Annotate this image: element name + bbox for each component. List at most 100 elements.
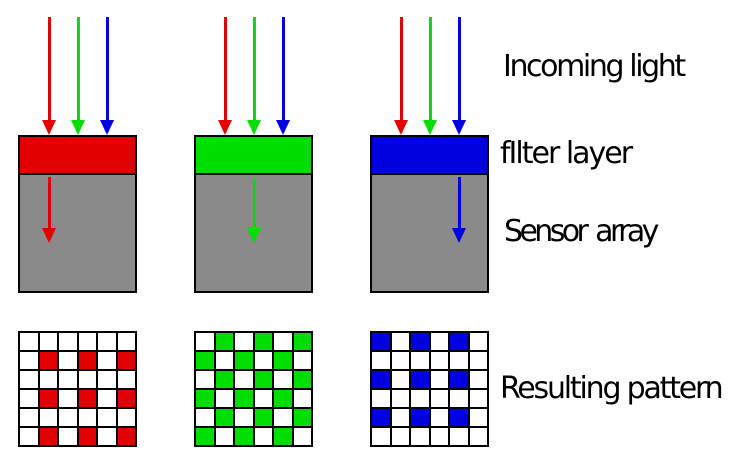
empty-pixel-cell [390,332,410,351]
red-transmitted-arrow-shaft [47,177,51,228]
empty-pixel-cell [38,332,58,351]
green-pixel-cell [292,408,312,427]
red-pixel-cell [38,351,58,370]
red-pixel-cell [116,427,136,446]
green-light-arrow-shaft [428,17,432,120]
red-filter-sensor-stack [18,135,137,293]
red-pixel-cell [38,427,58,446]
empty-pixel-cell [468,389,488,408]
empty-pixel-cell [195,332,215,351]
empty-pixel-cell [97,332,117,351]
blue-filter-layer [372,137,487,175]
empty-pixel-cell [449,427,469,446]
empty-pixel-cell [429,370,449,389]
empty-pixel-cell [97,351,117,370]
green-light-arrow-head [247,120,261,135]
blue-light-arrow-head [276,120,290,135]
empty-pixel-cell [97,427,117,446]
resulting-pattern-label: Resulting pattern [500,371,724,406]
red-pixel-cell [116,351,136,370]
blue-filter-sensor-stack [370,135,489,293]
empty-pixel-cell [292,427,312,446]
empty-pixel-cell [371,427,391,446]
empty-pixel-cell [429,427,449,446]
empty-pixel-cell [273,408,293,427]
empty-pixel-cell [371,351,391,370]
empty-pixel-cell [449,389,469,408]
empty-pixel-cell [116,408,136,427]
empty-pixel-cell [77,332,97,351]
empty-pixel-cell [253,351,273,370]
red-sensor-array [20,175,135,291]
empty-pixel-cell [19,408,39,427]
red-light-arrow-shaft [47,17,51,120]
empty-pixel-cell [371,389,391,408]
red-pixel-cell [116,389,136,408]
blue-light-arrow-head [452,120,466,135]
blue-pixel-cell [449,370,469,389]
red-light-arrow-shaft [223,17,227,120]
empty-pixel-cell [19,427,39,446]
green-pixel-cell [214,370,234,389]
green-light-arrow-head [423,120,437,135]
blue-pixel-cell [449,408,469,427]
empty-pixel-cell [58,389,78,408]
filter-layer-label: fIlter layer [500,136,633,171]
red-light-arrow-shaft [399,17,403,120]
green-pixel-cell [273,389,293,408]
red-filter-layer [20,137,135,175]
blue-pixel-cell [449,332,469,351]
green-filter-column [194,0,313,467]
blue-light-arrow-shaft [105,17,109,120]
green-transmitted-arrow-shaft [252,177,256,228]
empty-pixel-cell [19,389,39,408]
blue-resulting-pattern-grid [370,331,489,447]
empty-pixel-cell [468,427,488,446]
empty-pixel-cell [214,389,234,408]
green-pixel-cell [214,408,234,427]
green-pixel-cell [214,332,234,351]
green-pixel-cell [292,370,312,389]
empty-pixel-cell [390,351,410,370]
green-light-arrow-shaft [252,17,256,120]
empty-pixel-cell [429,332,449,351]
empty-pixel-cell [116,370,136,389]
empty-pixel-cell [97,408,117,427]
blue-transmitted-arrow-shaft [457,177,461,228]
blue-pixel-cell [371,332,391,351]
empty-pixel-cell [19,351,39,370]
empty-pixel-cell [390,408,410,427]
empty-pixel-cell [253,389,273,408]
empty-pixel-cell [234,370,254,389]
empty-pixel-cell [429,389,449,408]
empty-pixel-cell [77,370,97,389]
empty-pixel-cell [214,351,234,370]
green-pixel-cell [234,351,254,370]
empty-pixel-cell [234,408,254,427]
empty-pixel-cell [468,351,488,370]
blue-sensor-array [372,175,487,291]
incoming-light-label: Incoming light [503,49,686,84]
empty-pixel-cell [116,332,136,351]
empty-pixel-cell [58,351,78,370]
blue-light-arrow-shaft [281,17,285,120]
empty-pixel-cell [468,370,488,389]
red-pixel-cell [77,427,97,446]
green-transmitted-arrow-head [247,228,261,243]
blue-pixel-cell [371,408,391,427]
red-pixel-cell [38,389,58,408]
empty-pixel-cell [449,351,469,370]
green-pixel-cell [273,427,293,446]
empty-pixel-cell [38,408,58,427]
green-pixel-cell [253,332,273,351]
empty-pixel-cell [97,389,117,408]
green-pixel-cell [292,332,312,351]
empty-pixel-cell [410,427,430,446]
blue-pixel-cell [410,332,430,351]
empty-pixel-cell [58,332,78,351]
green-light-arrow-shaft [76,17,80,120]
blue-transmitted-arrow-head [452,228,466,243]
green-resulting-pattern-grid [194,331,313,447]
red-pixel-cell [77,389,97,408]
empty-pixel-cell [468,332,488,351]
